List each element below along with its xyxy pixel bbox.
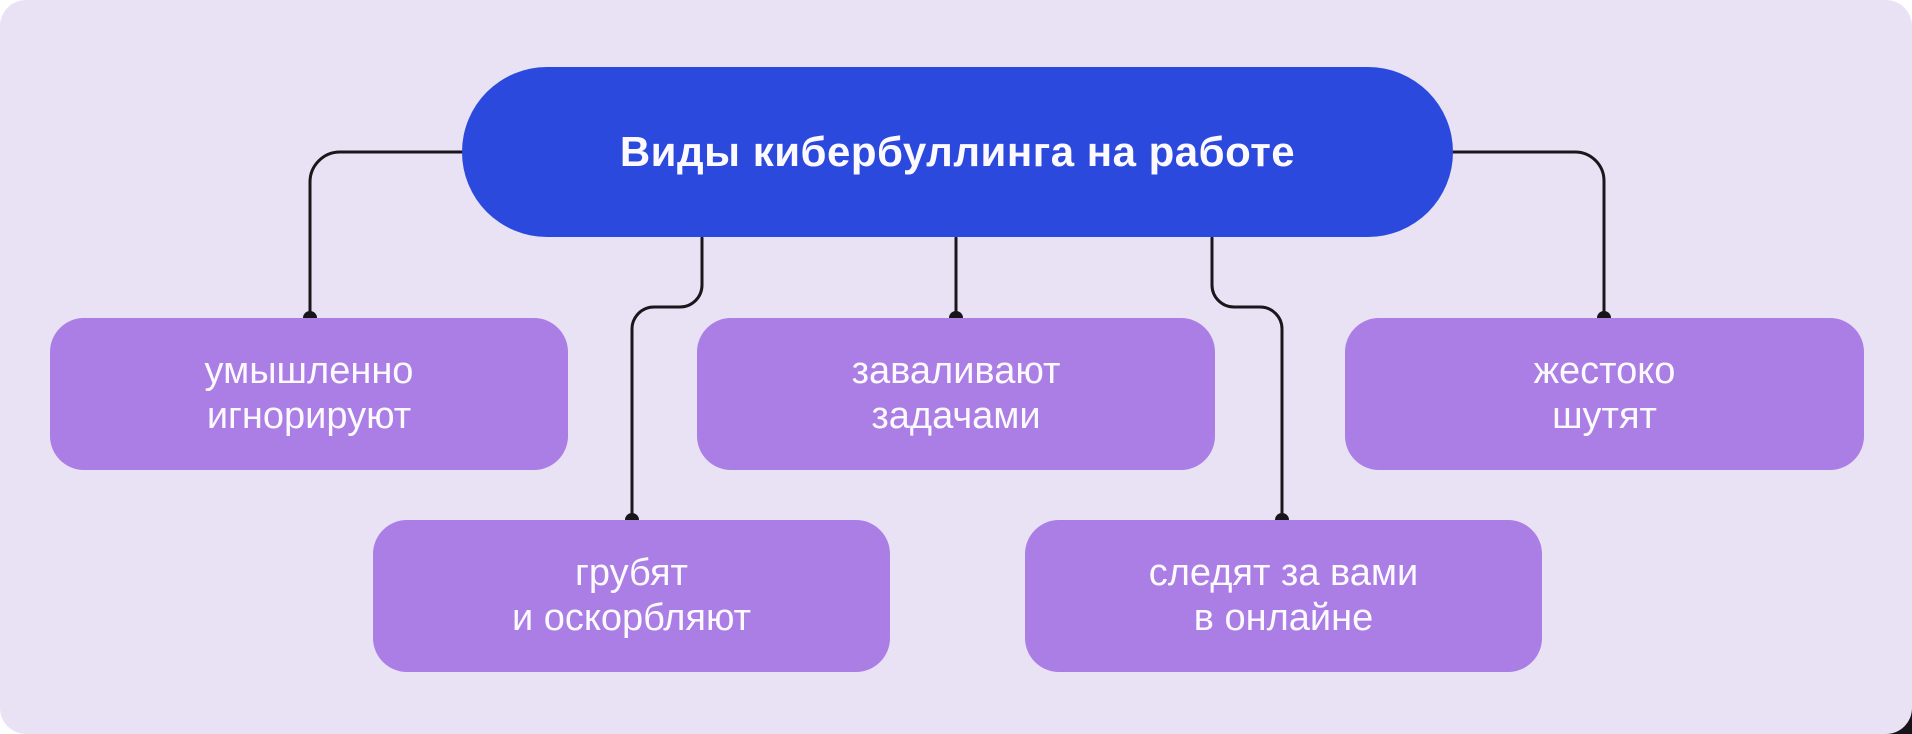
node-label-line: жестоко: [1533, 350, 1676, 392]
node-stalk: следят за вами в онлайне: [1025, 520, 1542, 672]
node-label-line: задачами: [871, 395, 1041, 437]
node-label-line: следят за вами: [1148, 552, 1419, 594]
node-label-line: грубят: [575, 552, 688, 594]
connector-line-jokes: [1451, 150, 1606, 316]
node-label-line: игнорируют: [206, 395, 412, 437]
node-insult: грубят и оскорбляют: [373, 520, 890, 672]
node-overload: заваливают задачами: [697, 318, 1215, 470]
node-label-line: шутят: [1552, 395, 1657, 437]
node-jokes: жестоко шутят: [1345, 318, 1864, 470]
connector-line-stalk: [1210, 236, 1284, 518]
node-label-line: заваливают: [851, 350, 1061, 392]
node-ignore: умышленно игнорируют: [50, 318, 568, 470]
node-label-line: в онлайне: [1193, 597, 1374, 639]
connector-line-ignore: [308, 150, 464, 316]
node-label-line: умышленно: [204, 350, 414, 392]
root-node: Виды кибербуллинга на работе: [462, 67, 1453, 237]
node-label-line: и оскорбляют: [511, 597, 752, 639]
connector-line-insult: [630, 236, 704, 518]
root-node-label: Виды кибербуллинга на работе: [619, 128, 1296, 175]
